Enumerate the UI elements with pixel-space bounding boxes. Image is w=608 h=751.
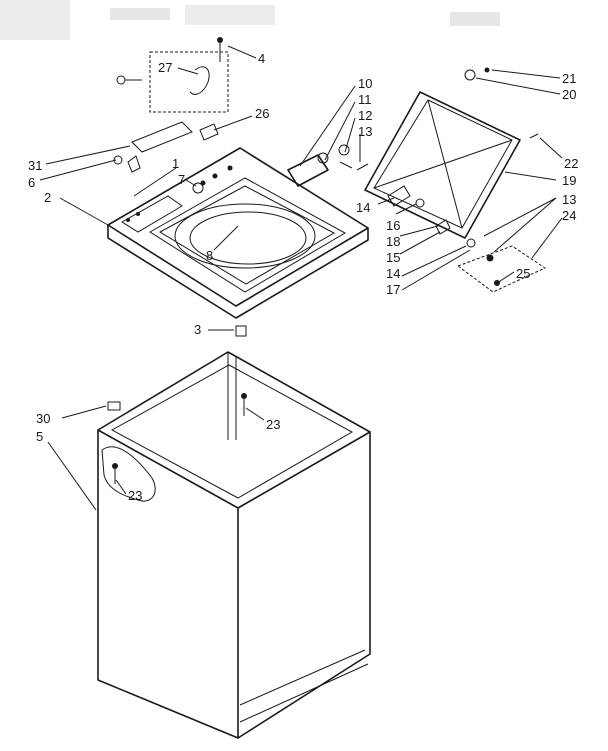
part-label: 23 xyxy=(266,417,280,432)
part-25-group xyxy=(456,245,547,293)
part-label: 13 xyxy=(358,124,372,139)
part-label: 8 xyxy=(206,248,213,263)
hinge-parts xyxy=(287,144,369,187)
top-panel xyxy=(107,147,369,319)
part-label: 2 xyxy=(44,190,51,205)
part-label: 16 xyxy=(386,218,400,233)
part-label: 5 xyxy=(36,429,43,444)
scan-noise xyxy=(0,0,500,40)
part-label: 18 xyxy=(386,234,400,249)
part-label: 26 xyxy=(255,106,269,121)
part-label: 10 xyxy=(358,76,372,91)
part-label: 7 xyxy=(178,172,185,187)
part-label: 30 xyxy=(36,411,50,426)
part-label: 4 xyxy=(258,51,265,66)
part-label: 23 xyxy=(128,488,142,503)
leader-lines xyxy=(39,45,563,511)
part-label: 1 xyxy=(172,156,179,171)
cabinet xyxy=(97,351,371,739)
part-label: 19 xyxy=(562,173,576,188)
part-label: 13 xyxy=(562,192,576,207)
part-label: 25 xyxy=(516,266,530,281)
part-labels: 4 27 26 10 11 12 13 21 20 31 1 6 7 2 8 1… xyxy=(28,51,578,503)
part-label: 31 xyxy=(28,158,42,173)
part-label: 22 xyxy=(564,156,578,171)
part-label: 3 xyxy=(194,322,201,337)
part-label: 6 xyxy=(28,175,35,190)
part-label: 27 xyxy=(158,60,172,75)
part-27-group xyxy=(116,51,229,113)
part-label: 12 xyxy=(358,108,372,123)
part-label: 24 xyxy=(562,208,576,223)
part-label: 21 xyxy=(562,71,576,86)
part-label: 15 xyxy=(386,250,400,265)
part-label: 11 xyxy=(358,92,372,107)
part-label: 17 xyxy=(386,282,400,297)
small-parts xyxy=(107,37,539,484)
part-label: 14 xyxy=(386,266,400,281)
lid xyxy=(364,91,521,239)
part-label: 14 xyxy=(356,200,370,215)
switch-parts xyxy=(387,185,476,248)
part-label: 20 xyxy=(562,87,576,102)
